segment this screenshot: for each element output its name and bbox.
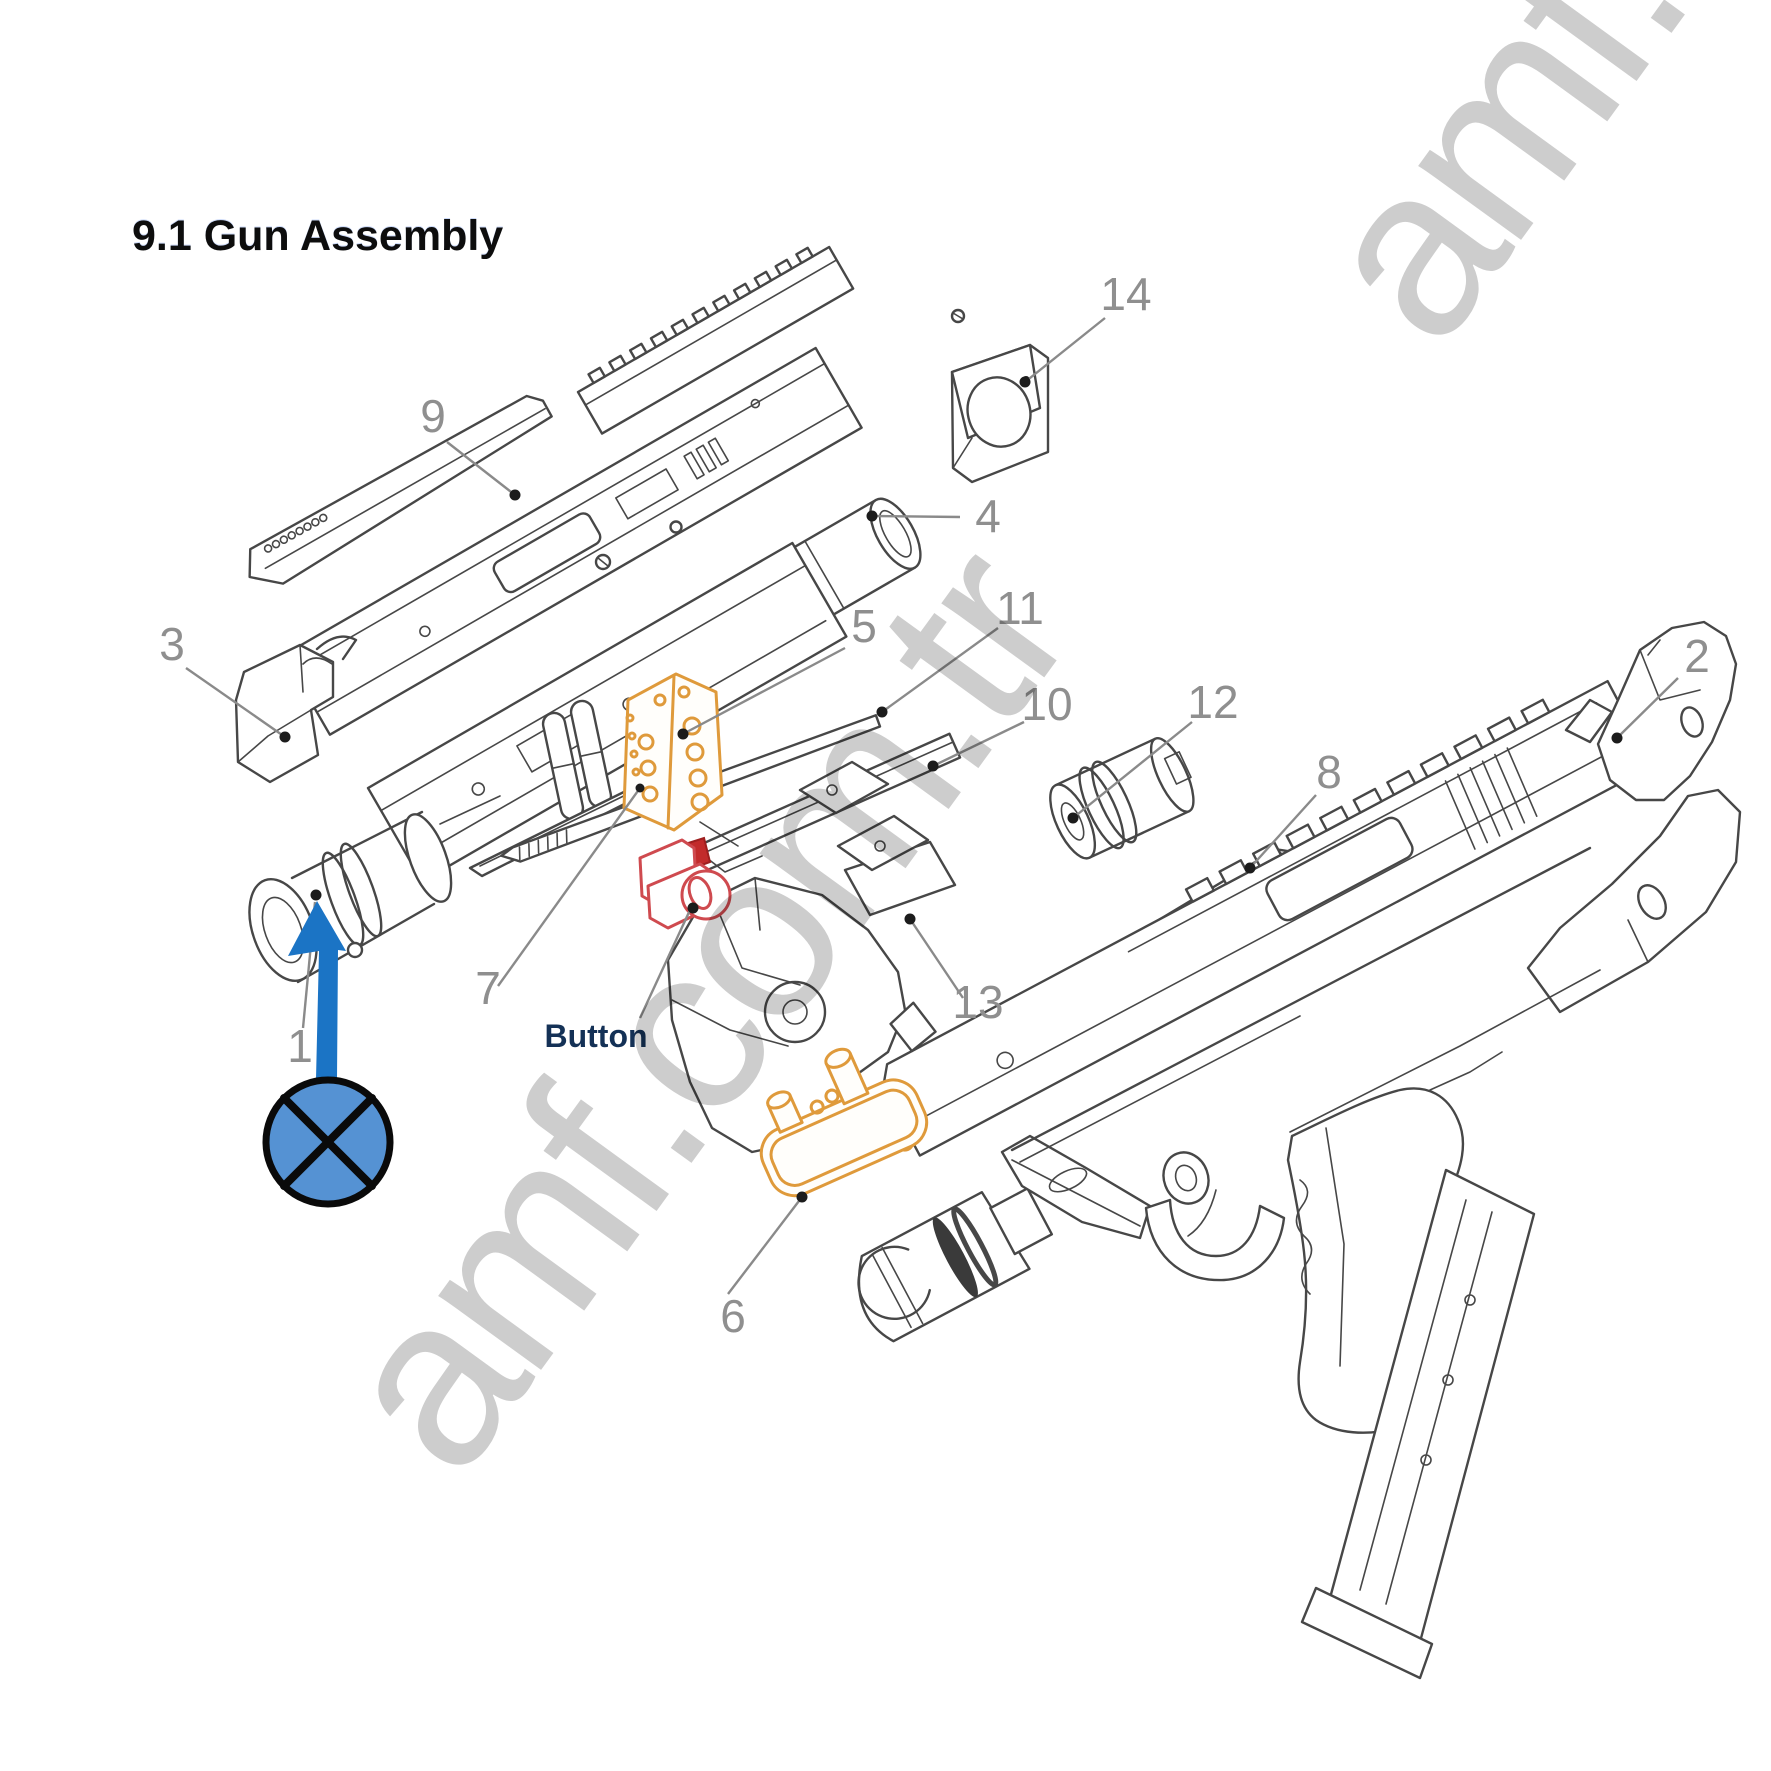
muzzle-compensator xyxy=(857,1187,1054,1343)
part-label-6: 6 xyxy=(720,1290,746,1342)
screw-pins xyxy=(594,308,966,571)
part-label-4: 4 xyxy=(975,490,1001,542)
part-label-8: 8 xyxy=(1316,746,1342,798)
top-rail-bar xyxy=(576,245,855,435)
part-label-9: 9 xyxy=(420,390,446,442)
annotation-group xyxy=(262,901,394,1208)
part-label-1: 1 xyxy=(287,1020,313,1072)
lower-frame-plate xyxy=(366,541,848,883)
part-label-7: 7 xyxy=(475,962,501,1014)
magazine xyxy=(1300,1168,1536,1680)
part-button-red xyxy=(638,836,732,930)
frame-mid xyxy=(1010,788,1742,1282)
part-label-2: 2 xyxy=(1684,630,1710,682)
part-label-5: 5 xyxy=(851,600,877,652)
section-title: 9.1 Gun Assembly xyxy=(132,212,504,260)
circle-cross-line-2 xyxy=(280,1094,376,1190)
part-13-plates xyxy=(798,760,957,917)
part-label-14: 14 xyxy=(1100,268,1151,320)
part-label-12: 12 xyxy=(1187,676,1238,728)
part-label-3: 3 xyxy=(159,618,185,670)
part-14-bracket xyxy=(950,343,1050,484)
part-5-orange-block xyxy=(622,672,724,832)
annotation-arrow xyxy=(288,901,346,1079)
part-label-10: 10 xyxy=(1021,678,1072,730)
part-3-stock-block xyxy=(234,635,358,784)
part-2-slide xyxy=(882,679,1654,1157)
part-6-orange-base xyxy=(759,1047,929,1198)
part-12-cylinder xyxy=(1049,737,1195,860)
part-9-cover-blade xyxy=(248,394,553,585)
leader-lines xyxy=(185,317,1679,1295)
frame-front xyxy=(1000,1134,1152,1240)
rear-sight-block xyxy=(1564,620,1738,802)
part-1-cylinder xyxy=(248,795,501,984)
part-label-11: 11 xyxy=(996,582,1044,634)
part-label-13: 13 xyxy=(952,976,1003,1028)
button-callout-label: Button xyxy=(544,1018,647,1054)
